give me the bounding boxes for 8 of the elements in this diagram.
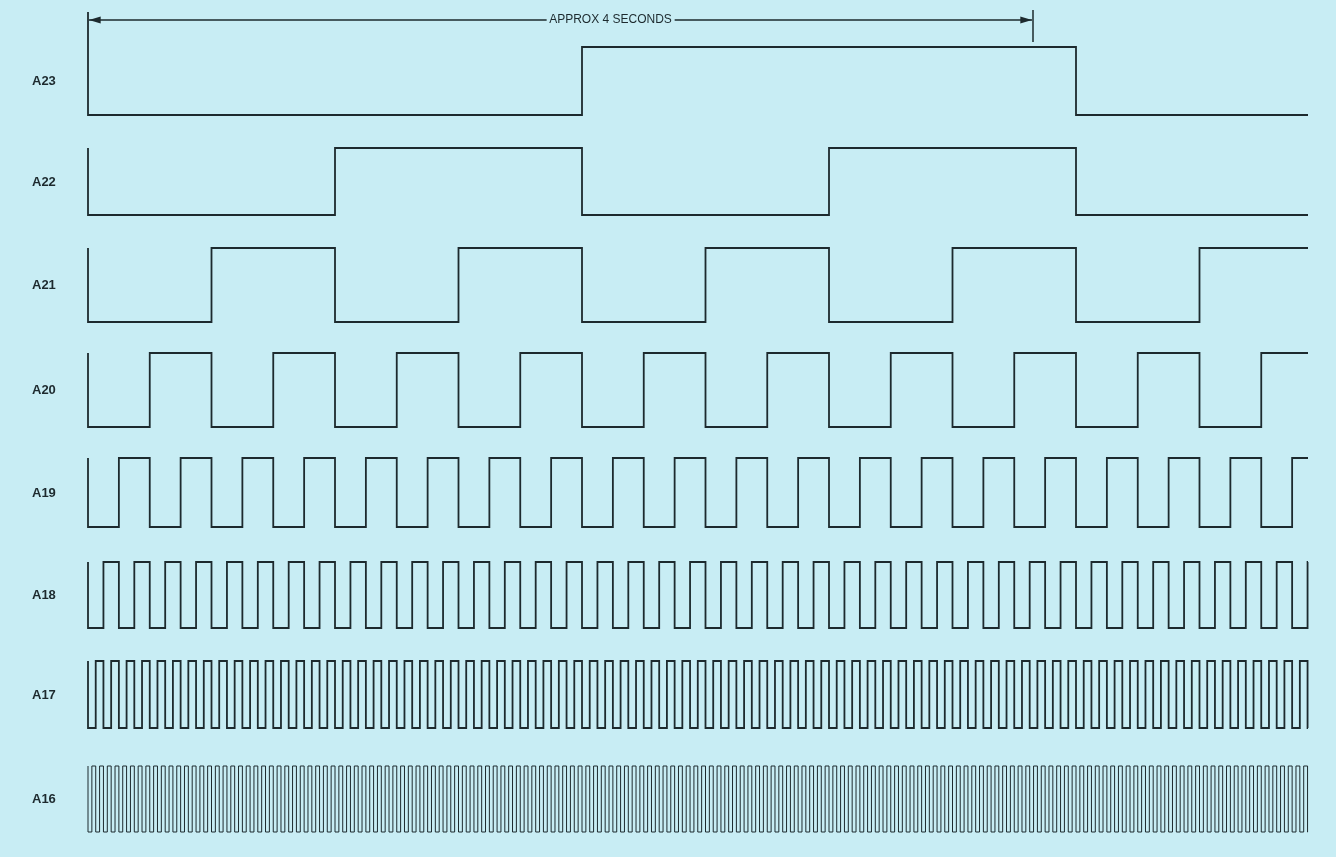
signal-label: A18 [32,587,56,603]
signal-label: A19 [32,484,56,501]
signal-label: A16 [32,791,56,807]
signal-label: A20 [32,382,56,398]
signal-label: A23 [32,73,56,89]
signal-label: A21 [32,277,56,293]
signal-label: A17 [32,686,56,703]
signal-label: A22 [32,173,56,190]
